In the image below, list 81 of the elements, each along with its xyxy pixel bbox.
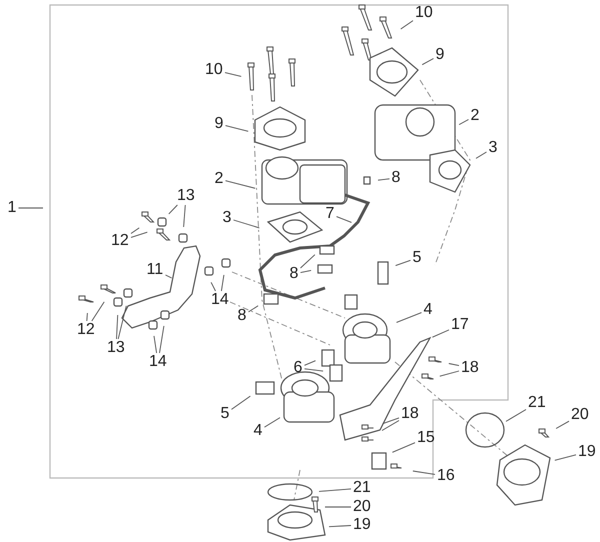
leader-line: [248, 305, 259, 312]
leader-line: [448, 363, 460, 366]
leader-line: [392, 442, 416, 453]
callout-number: 13: [107, 340, 125, 356]
leader-line: [422, 58, 434, 66]
callout-number: 18: [461, 360, 479, 376]
leader-line: [130, 227, 140, 234]
leader-line: [382, 417, 400, 424]
leader-line: [506, 409, 526, 422]
leader-line: [400, 20, 414, 30]
callout-number: 14: [149, 354, 167, 370]
leader-line: [439, 370, 460, 377]
callout-number: 12: [77, 322, 95, 338]
leader-line: [264, 417, 280, 428]
leader-line: [304, 360, 316, 366]
leader-line: [233, 220, 260, 228]
leader-line: [220, 274, 224, 292]
callout-number: 20: [571, 407, 589, 423]
leader-line: [168, 204, 178, 214]
leader-line: [395, 260, 411, 266]
leader-line: [328, 525, 352, 528]
callout-number: 10: [205, 62, 223, 78]
callout-number: 8: [392, 170, 400, 186]
leader-line: [382, 420, 400, 431]
callout-number: 8: [238, 308, 246, 324]
leader-line: [378, 178, 390, 181]
callout-number: 5: [220, 406, 230, 422]
leader-line: [165, 274, 172, 278]
callout-number: 4: [254, 423, 262, 439]
leader-line: [432, 329, 450, 338]
leader-line: [183, 204, 186, 228]
leader-line: [231, 396, 251, 410]
callout-number: 13: [177, 188, 195, 204]
callout-number: 17: [451, 317, 469, 333]
leader-line: [300, 254, 316, 268]
callout-number: 6: [294, 360, 302, 376]
callout-number: 15: [417, 430, 435, 446]
leader-line: [300, 270, 312, 274]
callout-number: 8: [290, 266, 298, 282]
leader-line: [225, 180, 256, 189]
callout-number: 14: [211, 292, 229, 308]
callout-number: 7: [326, 206, 334, 222]
leader-line: [159, 325, 164, 354]
leader-line: [91, 301, 105, 322]
leader-line: [554, 454, 576, 461]
leader-line: [458, 119, 469, 126]
callout-number: 2: [470, 108, 480, 124]
leader-line: [318, 488, 352, 492]
leader-line: [324, 506, 352, 508]
leader-line: [304, 368, 324, 372]
callout-number: 1: [8, 200, 16, 216]
callout-number: 20: [353, 499, 371, 515]
callout-number: 9: [436, 47, 444, 63]
leader-line: [130, 232, 148, 238]
callout-number: 3: [488, 140, 498, 156]
callout-number: 19: [578, 444, 596, 460]
leader-line: [154, 335, 158, 354]
callout-number: 19: [353, 517, 371, 533]
leader-line: [556, 420, 570, 429]
callout-number: 10: [415, 5, 433, 21]
callout-number: 5: [412, 250, 422, 266]
leader-line: [224, 72, 242, 77]
callout-number: 2: [214, 171, 224, 187]
leader-line: [118, 305, 127, 340]
callout-number: 3: [222, 210, 232, 226]
callout-number: 9: [214, 116, 224, 132]
callout-number: 18: [401, 406, 419, 422]
leader-line: [336, 216, 352, 223]
callout-number: 21: [353, 480, 371, 496]
leader-line: [86, 312, 88, 322]
callout-number: 4: [424, 302, 432, 318]
leader-line: [210, 282, 216, 292]
callout-number: 11: [146, 262, 164, 278]
callout-number: 12: [111, 233, 129, 249]
leader-line: [412, 470, 436, 475]
callout-number: 16: [437, 468, 455, 484]
leader-line: [116, 314, 118, 340]
leader-line: [225, 125, 249, 132]
callout-number: 21: [528, 395, 546, 411]
leader-line: [396, 312, 422, 323]
leader-line: [476, 152, 487, 159]
